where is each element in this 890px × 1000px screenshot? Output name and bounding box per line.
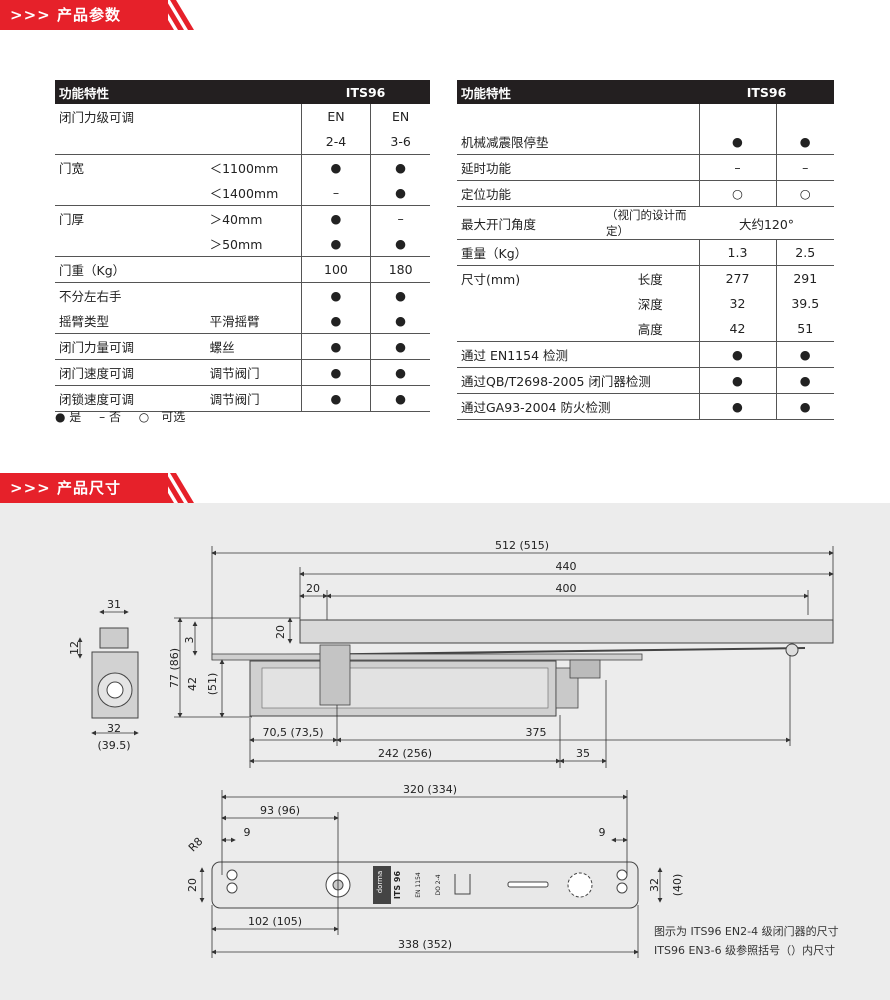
table-row: 不分左右手 ●● [55, 282, 430, 308]
section-banner-params: >>> 产品参数 [0, 0, 890, 30]
table-row: 定位功能 ○○ [457, 180, 834, 207]
dim-label: 20 [274, 625, 287, 639]
table-row: 通过QB/T2698-2005 闭门器检测 ●● [457, 367, 834, 394]
table-row: 2-4 3-6 [55, 129, 430, 155]
grade-stamp: DO 2-4 [435, 874, 442, 895]
table-row: 延时功能 –– [457, 154, 834, 181]
dim-label: 440 [556, 560, 577, 573]
dim-label: 102 (105) [248, 915, 302, 928]
dim-label: 9 [244, 826, 251, 839]
header-model: ITS96 [301, 80, 430, 104]
table-row: 最大开门角度（视门的设计而定） 大约120° [457, 206, 834, 240]
table-row: ＞50mm ●● [55, 231, 430, 257]
dim-label: 93 (96) [260, 804, 300, 817]
dim-label: 42 [186, 677, 199, 691]
closer-side-view [211, 619, 834, 717]
spec-table-right: 功能特性 ITS96 机械减震限停垫 ●● 延时功能 –– 定位功能 ○○ 最大… [457, 80, 834, 420]
dim-label: 20 [186, 878, 199, 892]
table-row: 通过GA93-2004 防火检测 ●● [457, 393, 834, 420]
dim-label: 338 (352) [398, 938, 452, 951]
dim-label: 31 [107, 598, 121, 611]
dim-label: 9 [599, 826, 606, 839]
table-row: 门宽＜1100mm ●● [55, 154, 430, 180]
dim-label: (51) [206, 673, 219, 696]
closer-end-view [91, 627, 139, 719]
table-row: 闭门力量可调螺丝 ●● [55, 333, 430, 360]
dimension-drawing-area [0, 503, 890, 1000]
dim-label: R8 [186, 835, 206, 855]
standard-stamp: EN 1154 [415, 872, 422, 898]
dim-label: 32 [648, 878, 661, 892]
dim-label: (40) [671, 874, 684, 897]
dim-label: 400 [556, 582, 577, 595]
chevrons-icon: >>> [10, 479, 51, 497]
dim-label: 375 [526, 726, 547, 739]
drawing-caption: 图示为 ITS96 EN2-4 级闭门器的尺寸 ITS96 EN3-6 级参照括… [654, 925, 839, 957]
dim-label: 35 [576, 747, 590, 760]
brand-logo-text: dorma [376, 871, 384, 894]
dim-label: 512 (515) [495, 539, 549, 552]
section-title: 产品参数 [56, 6, 121, 24]
table-row: 闭锁速度可调调节阀门 ●● [55, 385, 430, 412]
mounting-plate-view [211, 861, 639, 909]
dim-label: 77 (86) [168, 648, 181, 688]
table-header: 功能特性 ITS96 [55, 80, 430, 104]
table-legend: ● 是 – 否 ○ 可选 [55, 410, 186, 424]
table-row: 闭门力级可调 EN EN [55, 104, 430, 129]
stripe-decoration [140, 0, 194, 30]
section-title: 产品尺寸 [56, 479, 121, 497]
dim-label: (39.5) [97, 739, 130, 752]
spec-table-left: 功能特性 ITS96 闭门力级可调 EN EN 2-4 3-6 门宽＜1100m… [55, 80, 430, 412]
table-row: 机械减震限停垫 ●● [457, 129, 834, 155]
chevrons-icon: >>> [10, 6, 51, 24]
table-header: 功能特性 ITS96 [457, 80, 834, 104]
stripe-decoration [140, 473, 194, 503]
dim-label: 320 (334) [403, 783, 457, 796]
table-row [457, 104, 834, 129]
table-row: 通过 EN1154 检测 ●● [457, 341, 834, 368]
table-row: 门厚＞40mm ●– [55, 205, 430, 231]
table-row: 摇臂类型平滑摇臂 ●● [55, 308, 430, 334]
dim-label: 242 (256) [378, 747, 432, 760]
dim-label: 12 [68, 641, 81, 655]
table-row: ＜1400mm –● [55, 180, 430, 206]
section-banner-size: >>> 产品尺寸 [0, 473, 890, 503]
header-feature: 功能特性 [55, 80, 206, 104]
dim-label: 3 [183, 637, 196, 644]
table-row: 闭门速度可调调节阀门 ●● [55, 359, 430, 386]
dim-label: 32 [107, 722, 121, 735]
dim-label: 20 [306, 582, 320, 595]
model-stamp: ITS 96 [393, 871, 402, 900]
dim-label: 70,5 (73,5) [262, 726, 323, 739]
